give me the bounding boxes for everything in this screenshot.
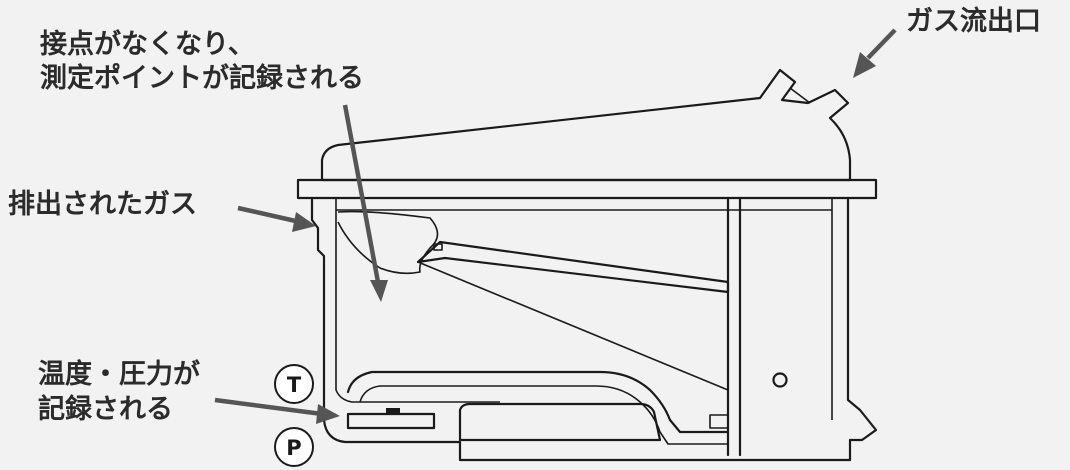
base-pad — [458, 402, 662, 442]
lever-rod — [417, 261, 729, 391]
pressure-badge-letter: P — [286, 436, 301, 460]
arrow-temp — [214, 397, 340, 424]
label-gas-outlet: ガス流出口 — [906, 6, 1041, 37]
sample-tray — [346, 370, 730, 434]
container-body — [310, 196, 878, 462]
outlet-nozzle-detail — [789, 87, 811, 104]
inner-wall — [335, 198, 500, 403]
label-exhaust-gas: 排出されたガス — [8, 189, 197, 220]
label-contact-line1: 接点がなくなり、 — [40, 28, 255, 60]
sensor-chip — [386, 408, 400, 415]
label-temp-line2: 記録される — [38, 393, 173, 425]
rim-flange — [296, 178, 878, 200]
device-outline — [296, 68, 878, 462]
arrow-exhaust — [237, 205, 316, 232]
lever-arm — [416, 240, 730, 294]
temperature-badge: T — [274, 364, 314, 404]
label-contact-line2: 測定ポイントが記録される — [40, 62, 364, 94]
lid — [320, 68, 852, 182]
sensor-plate — [346, 412, 436, 430]
side-port — [772, 372, 788, 388]
contact-point — [433, 243, 443, 251]
temperature-badge-letter: T — [287, 373, 302, 397]
gas-blob — [337, 210, 439, 275]
pressure-badge: P — [274, 427, 314, 467]
arrow-contact — [342, 104, 388, 302]
arrow-gas-outlet — [853, 28, 897, 78]
lever-pivot — [709, 414, 729, 429]
label-temp-line1: 温度・圧力が — [38, 358, 200, 390]
